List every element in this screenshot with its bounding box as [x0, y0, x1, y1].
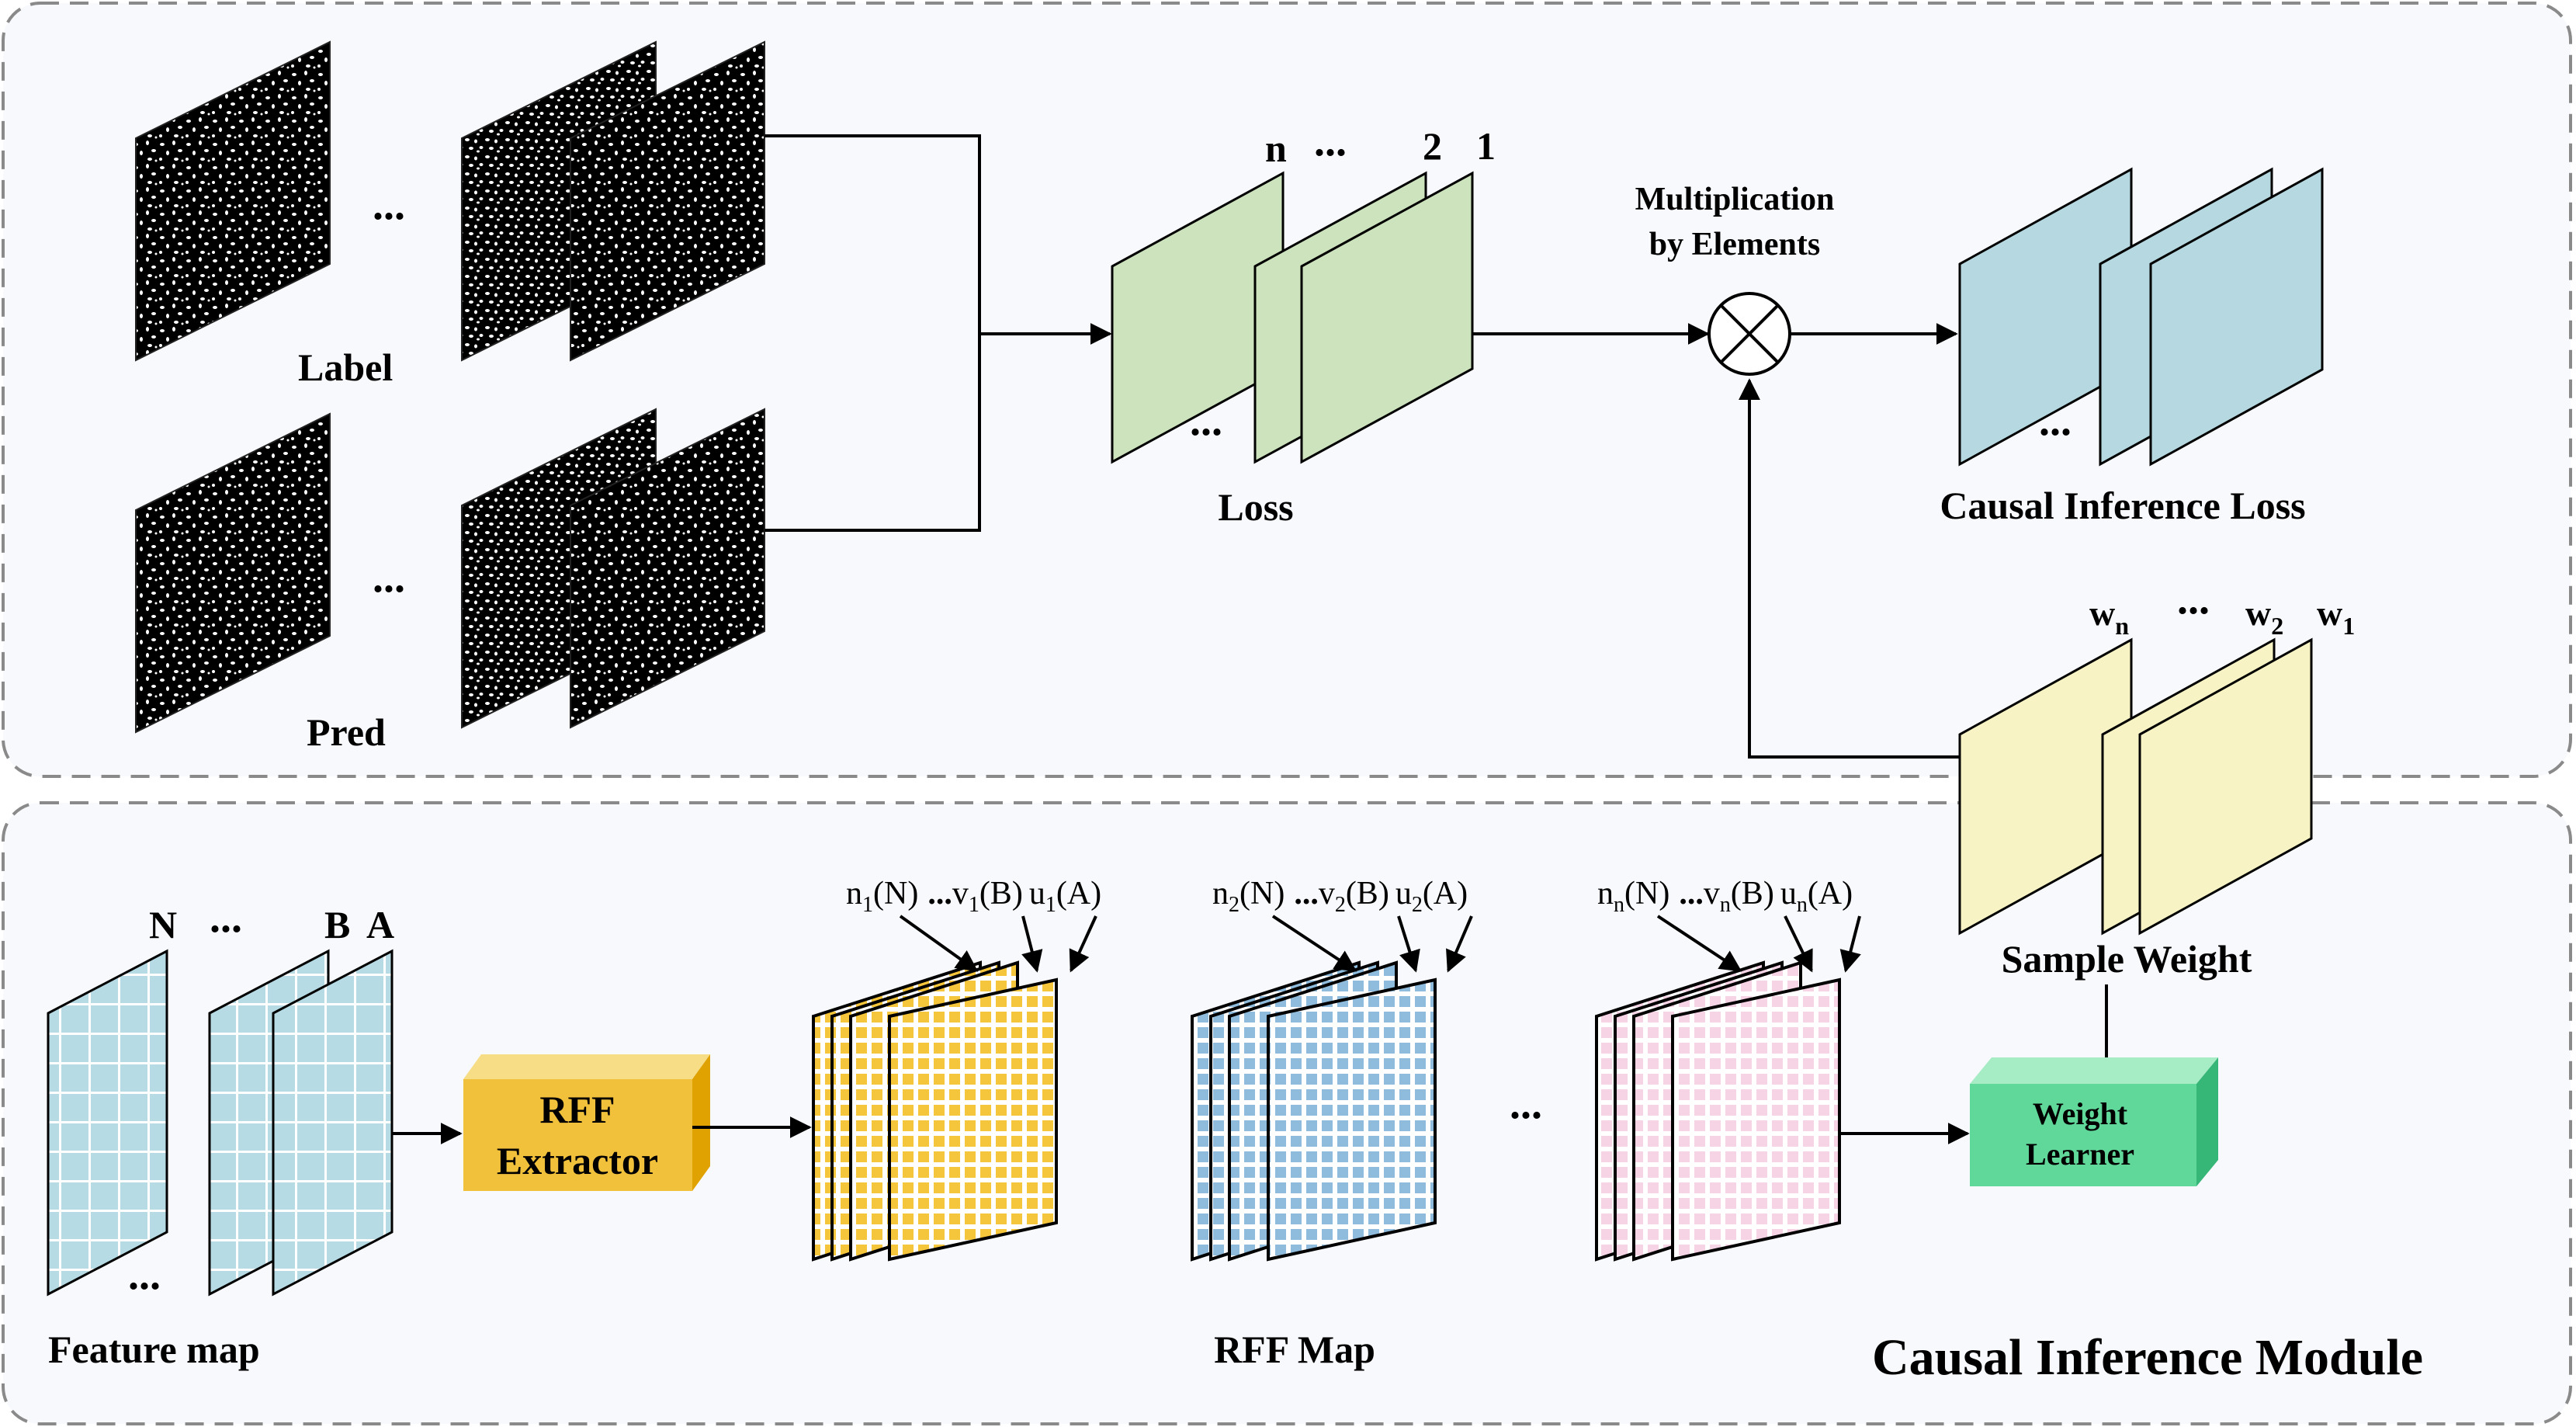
multiply-cross-b — [1719, 304, 1780, 364]
weight-learner: Weight Learner — [1970, 1057, 2218, 1186]
rff3-arrow-u — [1839, 915, 1861, 973]
learner-label-line1: Weight — [2033, 1096, 2128, 1131]
rff-pink-plane-1 — [1671, 977, 1841, 1262]
rff3-arrow-n — [1656, 915, 1742, 972]
loss-index-dots: ... — [1314, 117, 1347, 165]
pred-mask-first — [135, 412, 331, 734]
loss-stack-ellipsis: ... — [1190, 397, 1222, 445]
label-caption: Label — [298, 345, 393, 389]
feature-map-stack — [47, 949, 394, 1297]
loss-index-2: 2 — [1423, 124, 1442, 168]
learner-label-line2: Learner — [2026, 1137, 2134, 1172]
learner-side-face — [2196, 1057, 2218, 1186]
causal-plane-1 — [2149, 167, 2324, 467]
extractor-top-face — [463, 1054, 710, 1079]
feature-map-caption: Feature map — [48, 1328, 260, 1371]
extractor-front-face — [463, 1079, 692, 1191]
loss-stack — [1111, 171, 1474, 464]
pred-mask-stack — [135, 408, 765, 734]
label-mask-stack — [135, 40, 765, 362]
feature-letter-n: N — [149, 903, 177, 946]
sample-weight-caption: Sample Weight — [2002, 937, 2252, 981]
rff-extractor: RFF Extractor — [463, 1054, 710, 1191]
rff-blue-plane-1 — [1267, 977, 1437, 1262]
multiplication-label-line1: Multiplication — [1635, 182, 1835, 217]
feature-letter-b: B — [324, 903, 350, 946]
pred-connector — [764, 334, 981, 532]
rff2-labels: n2(N)...v2(B)u2(A) — [1212, 876, 1468, 917]
causal-loss-caption: Causal Inference Loss — [1940, 484, 2305, 527]
rff3-labels: nn(N)...vn(B)un(A) — [1597, 876, 1853, 917]
learner-front-face — [1970, 1084, 2196, 1186]
rff2-arrow-n — [1271, 915, 1357, 972]
rff-map-yellow — [812, 960, 1058, 1262]
extractor-label-line2: Extractor — [497, 1139, 658, 1182]
pred-mask-front — [570, 408, 765, 729]
rff1-arrow-v — [1021, 915, 1043, 973]
extractor-side-face — [692, 1054, 710, 1191]
multiplication-label-line2: by Elements — [1649, 227, 1821, 262]
learner-top-face — [1970, 1057, 2218, 1084]
rff-map-blue — [1191, 960, 1437, 1262]
pred-caption: Pred — [307, 710, 386, 754]
rff-map-caption: RFF Map — [1214, 1328, 1375, 1371]
loss-plane-1 — [1300, 171, 1474, 464]
feature-plane-n — [47, 949, 168, 1297]
rff-map-pink — [1595, 960, 1841, 1262]
rff1-labels: n1(N)...v1(B)u1(A) — [846, 876, 1101, 917]
rff-between-dots: ... — [1510, 1080, 1542, 1128]
label-row-ellipsis: ... — [373, 181, 405, 229]
extractor-label-line1: RFF — [539, 1088, 615, 1131]
feature-plane-a — [272, 949, 394, 1297]
label-mask-first — [135, 40, 331, 362]
loss-index-n: n — [1265, 127, 1287, 170]
weight-wn: wn — [2089, 593, 2129, 640]
causal-stack-ellipsis: ... — [2039, 397, 2072, 445]
label-mask-front — [570, 40, 765, 362]
pred-row-ellipsis: ... — [373, 554, 405, 602]
loss-caption: Loss — [1218, 485, 1293, 529]
rff3-arrow-v — [1784, 915, 1813, 973]
loss-index-1: 1 — [1476, 124, 1496, 168]
weight-feedback-line — [1739, 378, 1961, 759]
feature-bottom-dots: ... — [128, 1251, 161, 1299]
weight-plane-1 — [2138, 637, 2313, 936]
rff1-arrow-n — [899, 915, 979, 972]
rff-yellow-plane-1 — [888, 977, 1058, 1262]
label-connector — [764, 134, 981, 334]
feature-letter-dots: ... — [210, 894, 242, 942]
module-title: Causal Inference Module — [1872, 1329, 2423, 1386]
causal-loss-stack — [1958, 167, 2324, 467]
rff2-arrow-v — [1397, 915, 1420, 973]
rff1-arrow-u — [1069, 915, 1097, 973]
weight-w2: w2 — [2245, 593, 2283, 640]
feature-letter-a: A — [366, 903, 394, 946]
multiply-operator — [1708, 292, 1791, 376]
sample-weight-stack — [1958, 637, 2313, 936]
rff2-arrow-u — [1446, 915, 1473, 973]
weight-w1: w1 — [2317, 593, 2355, 640]
weight-dots: ... — [2177, 575, 2210, 623]
